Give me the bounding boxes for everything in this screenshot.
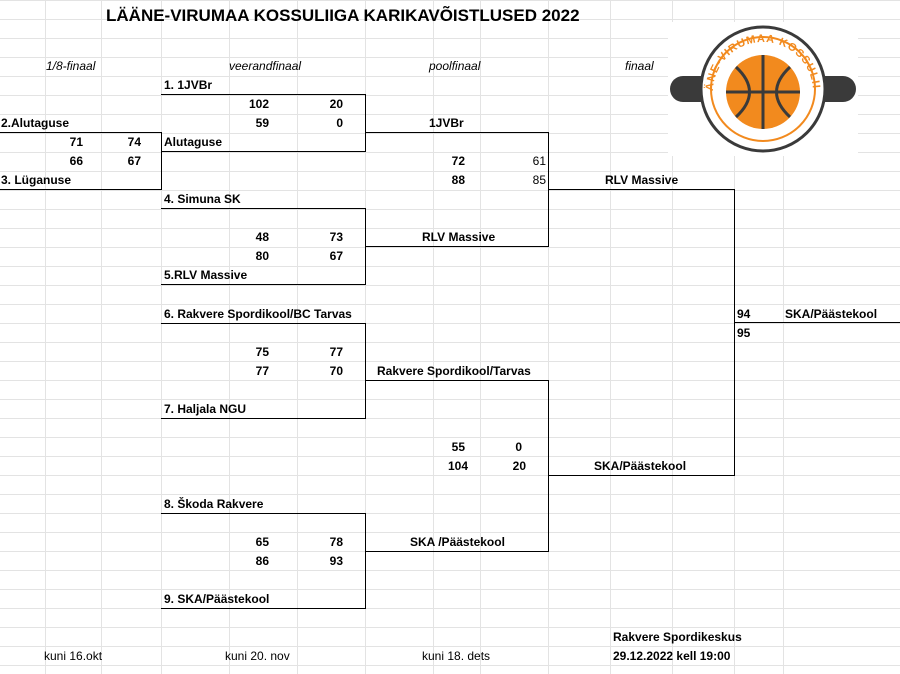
qf4-score: 78 <box>329 535 343 549</box>
qf2-team-b: 5.RLV Massive <box>164 268 248 282</box>
bracket-line <box>365 551 549 552</box>
grid-col-line <box>161 0 162 674</box>
qf1-score: 102 <box>248 97 269 111</box>
sf-winner-2: SKA/Päästekool <box>594 459 687 473</box>
final-datetime: 29.12.2022 kell 19:00 <box>613 649 731 663</box>
bracket-line <box>0 132 161 133</box>
bracket-line <box>365 246 549 247</box>
qf2-score: 48 <box>255 230 269 244</box>
qf2-score: 73 <box>329 230 343 244</box>
bracket-line <box>365 132 549 133</box>
bracket-line <box>161 94 366 95</box>
grid-col-line <box>610 0 611 674</box>
bracket-line <box>161 513 366 514</box>
bracket-line <box>161 284 366 285</box>
bracket-line <box>548 475 735 476</box>
grid-col-line <box>548 0 549 674</box>
date-r16: kuni 16.okt <box>44 649 103 663</box>
bracket-line <box>365 323 366 419</box>
qf2-team-a: 4. Simuna SK <box>164 192 241 206</box>
qf3-score: 77 <box>255 364 269 378</box>
bracket-line <box>734 189 735 476</box>
qf3-score: 75 <box>255 345 269 359</box>
grid-col-line <box>783 0 784 674</box>
r16-score: 74 <box>127 135 141 149</box>
qf3-team-b: 7. Haljala NGU <box>164 402 247 416</box>
qf4-score: 86 <box>255 554 269 568</box>
sf2-score: 55 <box>451 440 465 454</box>
basketball-logo-icon: LÄÄNE-VIRUMAA KOSSULIIGA <box>663 12 856 153</box>
qf-winner-2: RLV Massive <box>422 230 496 244</box>
qf1-score: 20 <box>329 97 343 111</box>
qf4-score: 65 <box>255 535 269 549</box>
final-score: 95 <box>737 326 751 340</box>
qf2-score: 80 <box>255 249 269 263</box>
r16-score: 66 <box>69 154 83 168</box>
round-header-qf: veerandfinaal <box>229 59 302 73</box>
round-header-sf: poolfinaal <box>429 59 481 73</box>
date-qf: kuni 20. nov <box>225 649 290 663</box>
bracket-line <box>161 418 366 419</box>
grid-col-line <box>672 0 673 674</box>
grid-col-line <box>45 0 46 674</box>
bracket-line <box>548 380 549 552</box>
league-logo: LÄÄNE-VIRUMAA KOSSULIIGA <box>663 12 858 156</box>
venue: Rakvere Spordikeskus <box>613 630 742 644</box>
qf3-team-a: 6. Rakvere Spordikool/BC Tarvas <box>164 307 352 321</box>
bracket-line <box>161 151 366 152</box>
qf1-team-b: Alutaguse <box>164 135 223 149</box>
bracket-line <box>365 94 366 152</box>
bracket-line <box>365 513 366 609</box>
qf1-score: 59 <box>255 116 269 130</box>
r16-score: 67 <box>127 154 141 168</box>
r16-score: 71 <box>69 135 83 149</box>
grid-col-line <box>297 0 298 674</box>
bracket-line <box>0 189 161 190</box>
grid-col-line <box>433 0 434 674</box>
r16-team-b: 3. Lüganuse <box>1 173 72 187</box>
bracket-line <box>365 380 549 381</box>
champion: SKA/Päästekool <box>785 307 878 321</box>
qf4-team-b: 9. SKA/Päästekool <box>164 592 270 606</box>
qf4-score: 93 <box>329 554 343 568</box>
sf1-score: 88 <box>451 173 465 187</box>
r16-team-a: 2.Alutaguse <box>1 116 70 130</box>
sf2-score: 104 <box>447 459 468 473</box>
qf1-score: 0 <box>336 116 343 130</box>
sf1-score: 85 <box>532 173 546 187</box>
qf2-score: 67 <box>329 249 343 263</box>
qf4-team-a: 8. Škoda Rakvere <box>164 497 264 511</box>
qf3-score: 70 <box>329 364 343 378</box>
sf1-score: 61 <box>532 154 546 168</box>
final-score: 94 <box>737 307 751 321</box>
bracket-line <box>161 132 162 190</box>
grid-col-line <box>229 0 230 674</box>
qf3-score: 77 <box>329 345 343 359</box>
bracket-line <box>161 323 366 324</box>
grid-col-line <box>480 0 481 674</box>
page-title: LÄÄNE-VIRUMAA KOSSULIIGA KARIKAVÕISTLUSE… <box>106 6 580 25</box>
qf-winner-1: 1JVBr <box>429 116 464 130</box>
bracket-line <box>734 322 900 323</box>
bracket-line <box>161 208 366 209</box>
qf-winner-3: Rakvere Spordikool/Tarvas <box>377 364 531 378</box>
sf1-score: 72 <box>451 154 465 168</box>
bracket-line <box>161 608 366 609</box>
qf1-team-a: 1. 1JVBr <box>164 78 213 92</box>
sf-winner-1: RLV Massive <box>605 173 679 187</box>
round-header-final: finaal <box>625 59 654 73</box>
round-header-r16: 1/8-finaal <box>46 59 96 73</box>
grid-col-line <box>101 0 102 674</box>
date-sf: kuni 18. dets <box>422 649 491 663</box>
sf2-score: 20 <box>512 459 526 473</box>
qf-winner-4: SKA /Päästekool <box>410 535 505 549</box>
bracket-line <box>548 189 735 190</box>
sf2-score: 0 <box>515 440 522 454</box>
